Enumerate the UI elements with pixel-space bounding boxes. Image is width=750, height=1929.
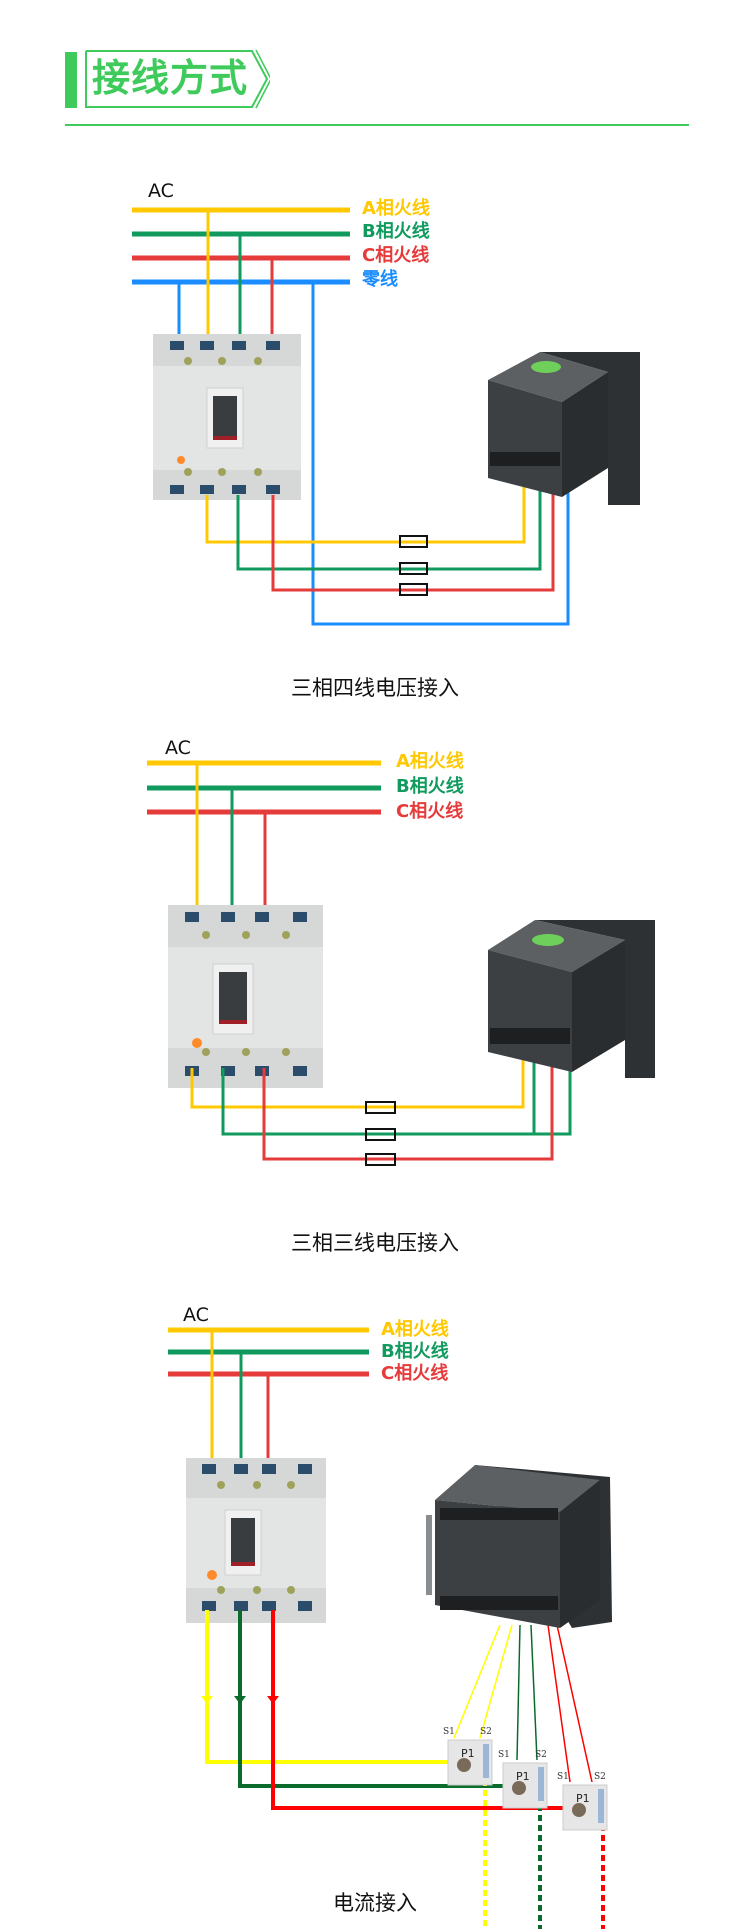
bus-label-b: B相火线 xyxy=(381,1341,449,1362)
conductor-b xyxy=(238,1610,520,1788)
wiring-diagram-2 xyxy=(147,760,655,1166)
ct-terminal-label: S2 xyxy=(594,1772,606,1782)
wire-a xyxy=(190,1050,525,1109)
bus-label-b: B相火线 xyxy=(396,776,464,797)
power-meter-icon xyxy=(488,352,640,505)
power-meter-icon xyxy=(426,1465,612,1628)
bus-label-a: A相火线 xyxy=(362,198,430,219)
wire-a xyxy=(205,480,526,544)
fuse-icon xyxy=(399,562,428,575)
wire-c xyxy=(271,480,555,592)
ct-terminal-label: S1 xyxy=(443,1727,455,1737)
fuse-icon xyxy=(399,535,428,548)
conductor-c xyxy=(271,1610,590,1810)
neutral-run xyxy=(311,282,570,626)
bus-label-b: B相火线 xyxy=(362,221,430,242)
wire-b xyxy=(221,1050,572,1136)
circuit-breaker-icon xyxy=(168,905,323,1088)
section-title: 接线方式 xyxy=(92,56,249,100)
ac-label: AC xyxy=(148,180,174,202)
ac-label: AC xyxy=(165,737,191,759)
ct-terminal-label: S1 xyxy=(498,1750,510,1760)
ct-primary-label: P1 xyxy=(516,1770,530,1783)
fuse-icon xyxy=(365,1101,396,1114)
header-divider xyxy=(65,124,689,126)
wire-b xyxy=(236,480,542,571)
fuse-icon xyxy=(399,583,428,596)
bus-label-a: A相火线 xyxy=(396,751,464,772)
current-transformer-icon xyxy=(562,1784,608,1831)
ct-primary-label: P1 xyxy=(461,1747,475,1760)
fuse-icon xyxy=(365,1153,396,1166)
bus-label-a: A相火线 xyxy=(381,1319,449,1340)
circuit-breaker-icon xyxy=(186,1458,326,1623)
diagram-caption: 三相四线电压接入 xyxy=(291,676,459,700)
bus-label-c: C相火线 xyxy=(396,801,464,822)
fuse-icon xyxy=(365,1128,396,1141)
bus-label-c: C相火线 xyxy=(381,1363,449,1384)
diagram-caption: 电流接入 xyxy=(333,1891,417,1915)
arrow-down-icon xyxy=(201,1696,279,1704)
power-meter-icon xyxy=(488,920,655,1078)
header-tag-frame xyxy=(85,49,270,109)
wire-c xyxy=(262,1050,554,1161)
ct-primary-label: P1 xyxy=(576,1792,590,1805)
ct-terminal-label: S2 xyxy=(535,1750,547,1760)
wiring-diagram-1 xyxy=(132,207,640,626)
circuit-breaker-icon xyxy=(153,334,301,500)
current-transformer-icon xyxy=(502,1762,548,1809)
diagram-caption: 三相三线电压接入 xyxy=(291,1231,459,1255)
ac-label: AC xyxy=(183,1304,209,1326)
current-transformer-icon xyxy=(447,1739,493,1786)
ct-terminal-label: S1 xyxy=(557,1772,569,1782)
bus-label-n: 零线 xyxy=(362,269,398,290)
bus-label-c: C相火线 xyxy=(362,245,430,266)
conductor-a xyxy=(205,1610,470,1764)
header-accent-bar xyxy=(65,52,77,108)
ct-terminal-label: S2 xyxy=(480,1727,492,1737)
